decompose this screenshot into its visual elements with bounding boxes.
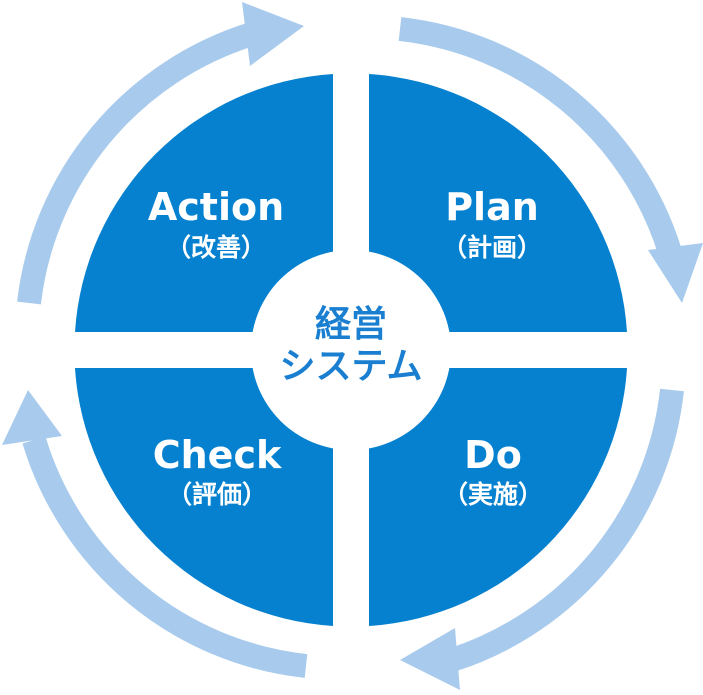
center-circle — [251, 250, 451, 450]
plan-title: Plan — [445, 185, 539, 229]
action-title: Action — [148, 185, 284, 229]
center-label-line2: システム — [280, 346, 423, 387]
center-label-line1: 経営 — [315, 304, 387, 345]
do-subtitle: （実施） — [443, 480, 543, 509]
quadrant-do — [369, 368, 627, 626]
do-title: Do — [464, 433, 522, 477]
check-subtitle: （評価） — [167, 480, 267, 509]
arrow-top-right — [398, 17, 703, 303]
action-subtitle: （改善） — [166, 233, 266, 262]
quadrants — [75, 74, 627, 626]
plan-subtitle: （計画） — [442, 233, 542, 262]
arrow-top-left — [17, 2, 304, 305]
arrow-bottom-right — [400, 388, 684, 690]
quadrant-action — [75, 74, 333, 332]
arrow-bottom-left — [2, 390, 308, 678]
quadrant-check — [75, 368, 333, 626]
quadrant-plan — [369, 74, 627, 332]
check-title: Check — [153, 433, 282, 477]
